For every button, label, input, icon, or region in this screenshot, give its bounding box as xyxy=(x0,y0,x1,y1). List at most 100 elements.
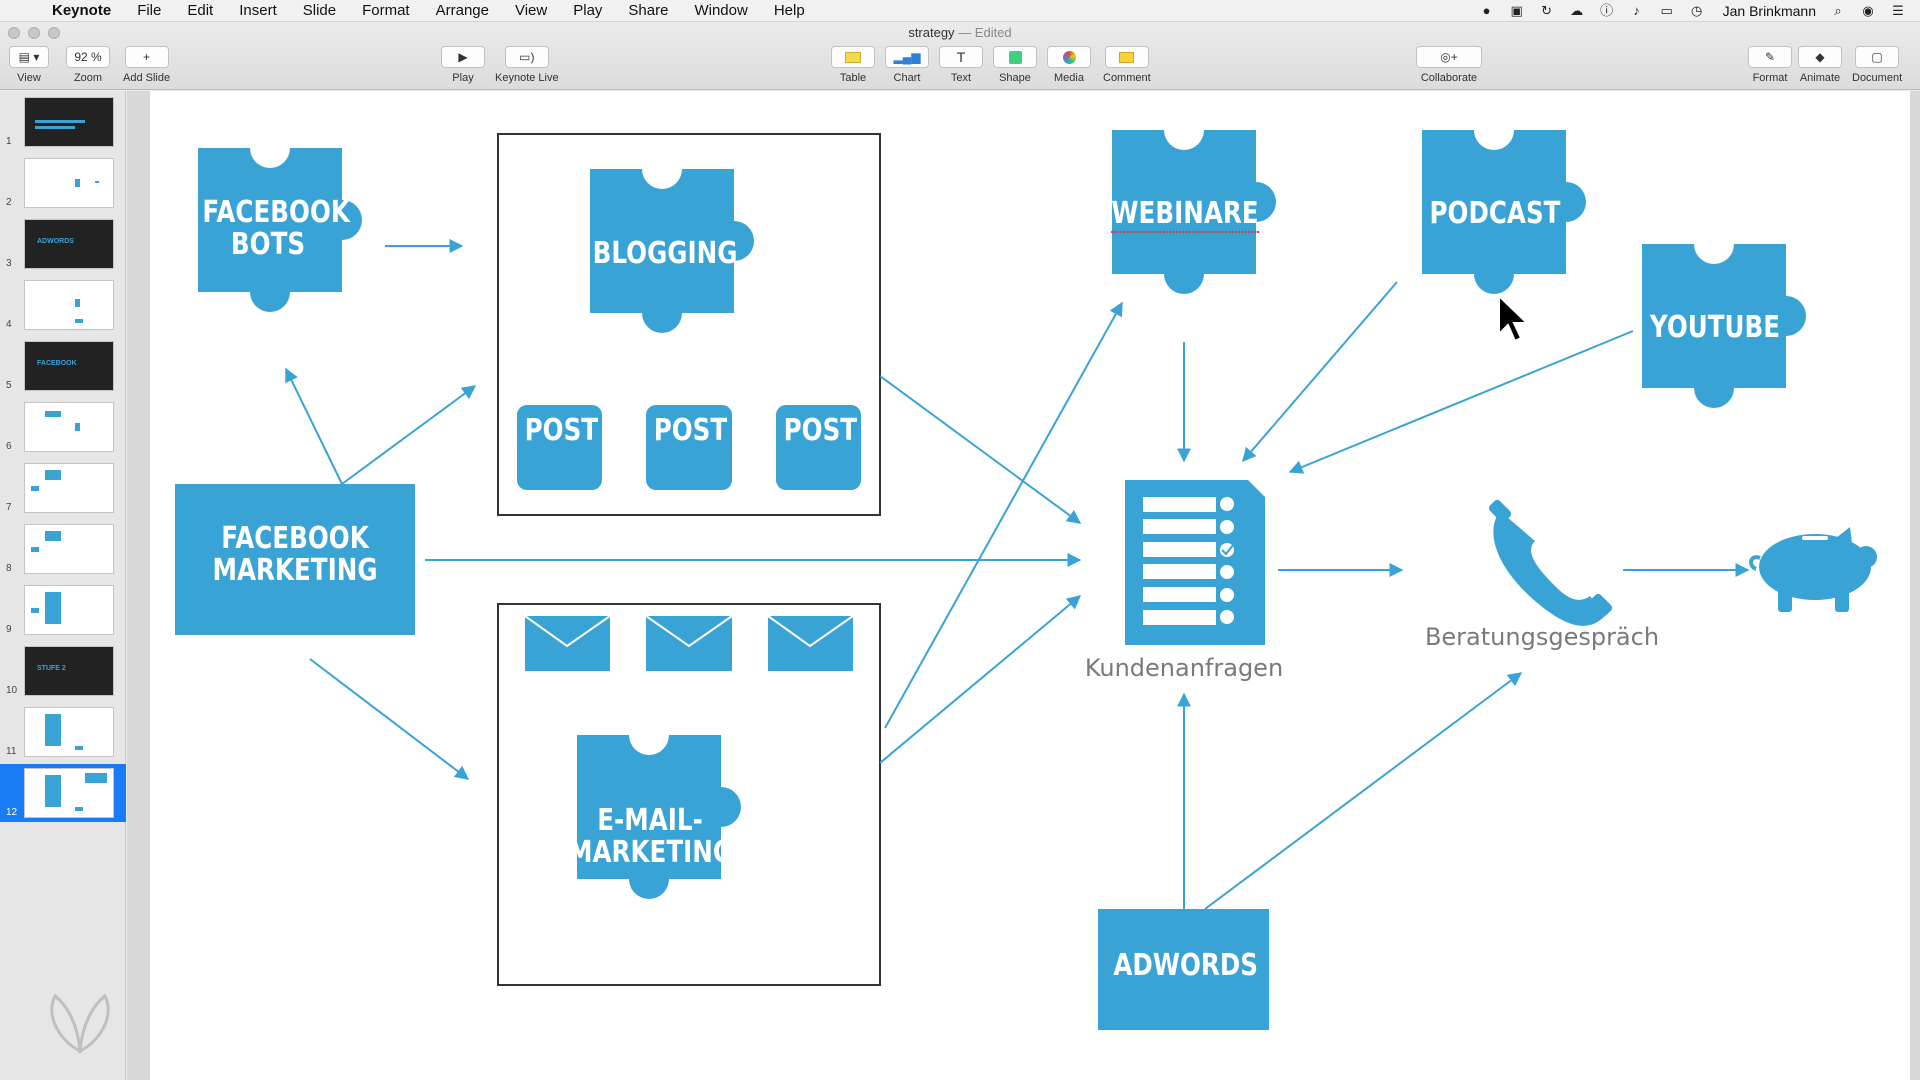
shape-button[interactable] xyxy=(993,46,1037,68)
slide-thumbnail-7[interactable]: 7 xyxy=(0,459,126,517)
slide-thumbnail-12[interactable]: 12 xyxy=(0,764,126,822)
slide-preview-text: FACEBOOK xyxy=(37,360,77,367)
facebook-marketing-box[interactable] xyxy=(175,484,415,635)
chart-icon: ▂▄▆ xyxy=(893,50,921,64)
document-icon: ▢ xyxy=(1871,50,1883,64)
menu-play[interactable]: Play xyxy=(573,2,603,19)
slide-thumbnail-5[interactable]: 5 FACEBOOK xyxy=(0,337,126,395)
add-slide-button[interactable]: + xyxy=(124,46,169,68)
close-window-button[interactable] xyxy=(8,27,20,39)
spotlight-search-icon[interactable]: ⌕ xyxy=(1834,3,1842,18)
comment-button[interactable] xyxy=(1104,46,1149,68)
media-icon xyxy=(1062,50,1076,64)
document-name[interactable]: strategy xyxy=(908,25,955,40)
slide-thumbnail-3[interactable]: 3 ADWORDS xyxy=(0,215,126,273)
table-button[interactable] xyxy=(831,46,875,68)
label-line: FACEBOOK xyxy=(202,195,350,230)
post-box-2[interactable] xyxy=(646,405,732,490)
arrow-email-to-webinare[interactable] xyxy=(884,301,1123,729)
collaborate-group: ◎+ Collaborate xyxy=(1416,46,1482,84)
menu-edit[interactable]: Edit xyxy=(187,2,214,19)
slide-thumbnail-1[interactable]: 1 xyxy=(0,93,126,151)
keynote-live-group: ▭) Keynote Live xyxy=(495,46,559,84)
blogging-frame[interactable] xyxy=(497,133,881,516)
media-button[interactable] xyxy=(1047,46,1091,68)
animate-label: Animate xyxy=(1799,72,1841,84)
comment-icon xyxy=(1119,51,1135,63)
menu-file[interactable]: File xyxy=(137,2,162,19)
menu-view[interactable]: View xyxy=(514,2,548,19)
menu-insert[interactable]: Insert xyxy=(239,2,277,19)
slide-preview-text: ADWORDS xyxy=(37,238,74,245)
post-label-1: POST xyxy=(524,413,599,448)
youtube-label: YOUTUBE xyxy=(1649,310,1781,345)
butterfly-logo-icon xyxy=(50,993,110,1054)
arrow-blogging-to-kundenanfragen[interactable] xyxy=(879,375,1082,524)
arrow-email-to-kundenanfragen[interactable] xyxy=(879,595,1082,764)
format-button[interactable]: ✎ xyxy=(1748,46,1792,68)
user-name[interactable]: Jan Brinkmann xyxy=(1722,3,1816,19)
menu-app[interactable]: Keynote xyxy=(52,2,112,19)
info-icon[interactable]: ⓘ xyxy=(1600,3,1614,18)
post-box-1[interactable] xyxy=(517,405,602,490)
airplay-icon[interactable]: ▭ xyxy=(1660,3,1673,18)
record-icon[interactable]: ● xyxy=(1482,3,1491,18)
sync-icon[interactable]: ↻ xyxy=(1541,3,1553,18)
arrow-youtube-to-kundenanfragen[interactable] xyxy=(1288,330,1634,474)
slide-thumbnail-8[interactable]: 8 xyxy=(0,520,126,578)
slide-thumbnail-2[interactable]: 2 xyxy=(0,154,126,212)
slide-number: 12 xyxy=(6,807,18,818)
zoom-dropdown[interactable]: 92 % xyxy=(66,46,110,68)
menu-arrange[interactable]: Arrange xyxy=(435,2,489,19)
adwords-box[interactable] xyxy=(1098,909,1269,1030)
slide-number: 6 xyxy=(6,441,12,452)
play-icon: ▶ xyxy=(458,50,468,64)
animate-button[interactable]: ◆ xyxy=(1798,46,1842,68)
slide-number: 5 xyxy=(6,380,12,391)
arrow-marketing-to-bots[interactable] xyxy=(285,367,343,485)
play-button[interactable]: ▶ xyxy=(441,46,485,68)
slide-number: 8 xyxy=(6,563,12,574)
slide-preview-text: STUFE 2 xyxy=(37,665,66,672)
keynote-live-button[interactable]: ▭) xyxy=(504,46,549,68)
slide-thumbnail-11[interactable]: 11 xyxy=(0,703,126,761)
slide-12[interactable]: FACEBOOK BOTS BLOGGING POST POST POST FA… xyxy=(150,91,1910,1080)
text-button[interactable]: T xyxy=(939,46,983,68)
document-button[interactable]: ▢ xyxy=(1855,46,1900,68)
notification-center-icon[interactable]: ☰ xyxy=(1892,3,1904,18)
siri-icon[interactable]: ◉ xyxy=(1862,3,1874,18)
webinare-label: WEBINARE xyxy=(1103,196,1267,233)
media-label: Media xyxy=(1054,72,1084,84)
chart-button[interactable]: ▂▄▆ xyxy=(885,46,929,68)
slide-thumbnail-10[interactable]: 10 STUFE 2 xyxy=(0,642,126,700)
arrow-adwords-to-beratung[interactable] xyxy=(1204,672,1523,910)
plus-icon: + xyxy=(143,50,151,64)
slide-thumbnail-6[interactable]: 6 xyxy=(0,398,126,456)
menu-window[interactable]: Window xyxy=(694,2,748,19)
animate-group: ◆ Animate xyxy=(1798,46,1842,84)
slide-preview: ADWORDS xyxy=(24,219,114,269)
time-machine-icon[interactable]: ◷ xyxy=(1690,3,1703,18)
cloud-icon[interactable]: ☁ xyxy=(1570,3,1584,18)
menu-share[interactable]: Share xyxy=(628,2,669,19)
zoom-window-button[interactable] xyxy=(48,27,60,39)
arrow-podcast-to-kundenanfragen[interactable] xyxy=(1242,281,1398,463)
envelope-icon-3 xyxy=(767,615,854,671)
camera-icon[interactable]: ▣ xyxy=(1510,3,1523,18)
arrow-marketing-to-email[interactable] xyxy=(309,658,470,780)
email-frame[interactable] xyxy=(497,603,881,986)
bell-icon[interactable]: ♪ xyxy=(1633,3,1640,18)
menu-format[interactable]: Format xyxy=(362,2,410,19)
collaborate-button[interactable]: ◎+ xyxy=(1416,46,1482,68)
slide-number: 2 xyxy=(6,197,12,208)
menu-slide[interactable]: Slide xyxy=(302,2,337,19)
minimize-window-button[interactable] xyxy=(28,27,40,39)
arrow-marketing-to-blogging[interactable] xyxy=(341,385,477,485)
slide-thumbnail-4[interactable]: 4 xyxy=(0,276,126,334)
view-button[interactable]: ▤ ▾ xyxy=(9,46,49,68)
media-group: Media xyxy=(1047,46,1091,84)
slide-thumbnail-9[interactable]: 9 xyxy=(0,581,126,639)
slide-preview xyxy=(24,463,114,513)
menu-help[interactable]: Help xyxy=(773,2,805,19)
post-box-3[interactable] xyxy=(776,405,861,490)
